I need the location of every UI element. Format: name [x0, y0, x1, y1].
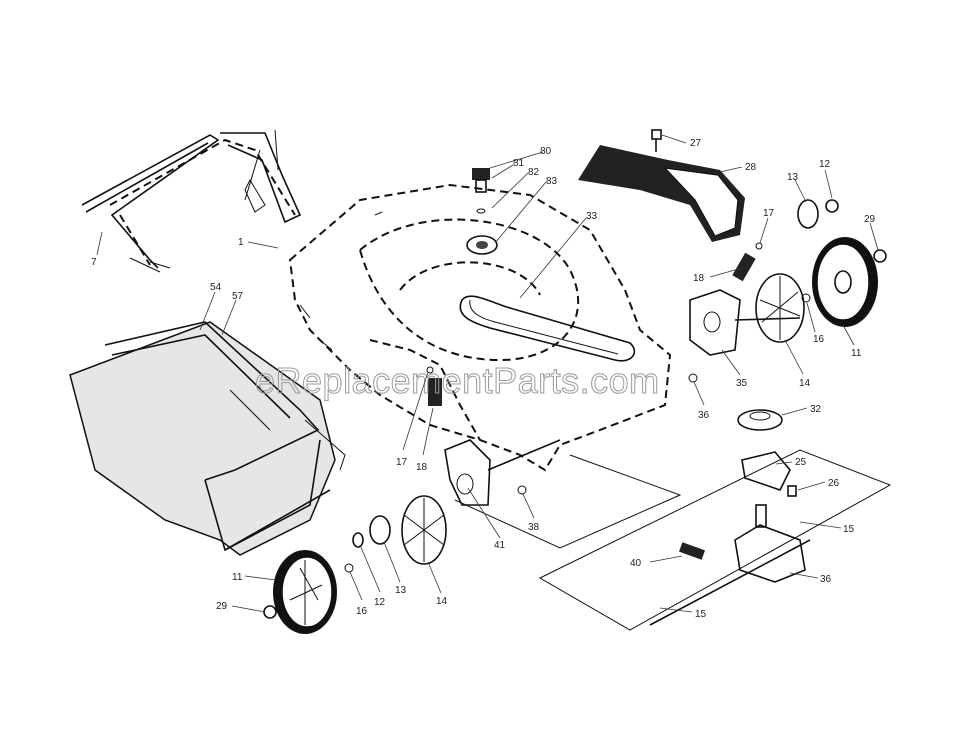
- callout-54: 54: [210, 282, 222, 293]
- watermark: eReplacementParts.com: [255, 360, 660, 401]
- callout-29-left: 29: [216, 601, 228, 612]
- callout-33: 33: [586, 211, 598, 222]
- callout-13-right: 13: [787, 172, 799, 183]
- grass-bag: [69, 321, 346, 556]
- callout-15-upper: 15: [843, 524, 855, 535]
- blade-bolt: [466, 168, 498, 255]
- callout-40: 40: [630, 558, 642, 569]
- callout-labels: 1 7 54 57 80 81 82 83 33 27 28 13 12 29 …: [91, 138, 876, 620]
- callout-13-left: 13: [395, 585, 407, 596]
- callout-26: 26: [828, 478, 840, 489]
- mower-deck: [288, 183, 672, 472]
- callout-57: 57: [232, 291, 244, 302]
- callout-36-lower: 36: [820, 574, 832, 585]
- rear-flap: [578, 129, 745, 242]
- callout-7: 7: [91, 257, 97, 268]
- callout-18-right: 18: [693, 273, 705, 284]
- callout-17-right: 17: [763, 208, 775, 219]
- callout-14-right: 14: [799, 378, 811, 389]
- callout-41: 41: [494, 540, 506, 551]
- callout-38: 38: [528, 522, 540, 533]
- drive-belt: [459, 295, 636, 362]
- callout-80: 80: [540, 146, 552, 157]
- callout-25: 25: [795, 457, 807, 468]
- callout-83: 83: [546, 176, 558, 187]
- callout-12-right: 12: [819, 159, 831, 170]
- handle-assembly: [81, 129, 302, 273]
- callout-1: 1: [238, 237, 244, 248]
- callout-14-left: 14: [436, 596, 448, 607]
- callout-11-right: 11: [851, 348, 862, 359]
- left-wheel-assembly: [263, 366, 561, 634]
- callout-15-lower: 15: [695, 609, 707, 620]
- callout-12-left: 12: [374, 597, 386, 608]
- callout-16-right: 16: [813, 334, 825, 345]
- callout-18-left: 18: [416, 462, 428, 473]
- callout-29-right: 29: [864, 214, 876, 225]
- callout-16-left: 16: [356, 606, 368, 617]
- callout-28: 28: [745, 162, 757, 173]
- callout-27: 27: [690, 138, 702, 149]
- callout-17-left: 17: [396, 457, 408, 468]
- callout-11-left: 11: [232, 572, 243, 583]
- right-wheel-assembly: [688, 199, 887, 383]
- transmission-assembly: [454, 409, 892, 631]
- callout-32: 32: [810, 404, 822, 415]
- callout-82: 82: [528, 167, 540, 178]
- callout-36-upper: 36: [698, 410, 710, 421]
- leader-lines: [96, 134, 879, 613]
- callout-35: 35: [736, 378, 748, 389]
- callout-81: 81: [513, 158, 525, 169]
